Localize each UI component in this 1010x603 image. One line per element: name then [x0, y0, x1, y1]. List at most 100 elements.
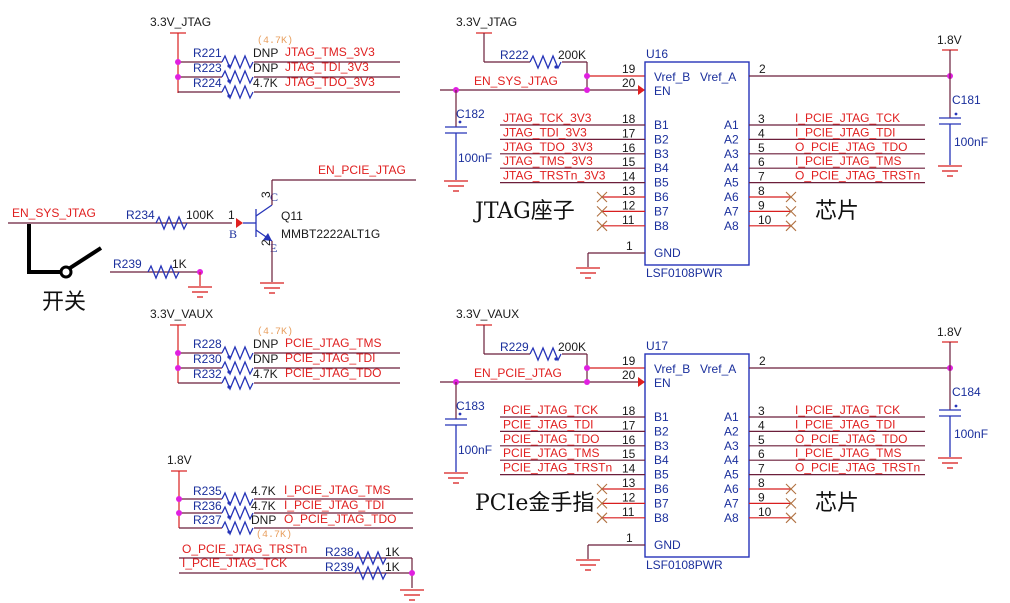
net-label: O_PCIE_JTAG_TRSTn — [182, 542, 307, 556]
ground-icon — [575, 267, 601, 279]
resistor-value: 4.7K — [251, 484, 276, 498]
pin-name: B4 — [654, 161, 669, 175]
pin-label: Vref_B — [654, 70, 690, 84]
pin-label: EN — [654, 84, 671, 98]
capacitor-ref: C183 — [456, 399, 485, 413]
input-arrow-icon — [638, 377, 645, 387]
pin-number: 17 — [622, 418, 636, 432]
pin-number: 3 — [758, 404, 765, 418]
resistor-r239b — [354, 565, 387, 581]
switch-icon[interactable] — [27, 224, 103, 279]
pin-number: 1 — [626, 531, 633, 545]
pin-number: 2 — [259, 239, 273, 246]
net-label: O_PCIE_JTAG_TRSTn — [795, 169, 920, 183]
resistor-ref: R234 — [126, 208, 155, 222]
rail-label: 3.3V_VAUX — [150, 307, 213, 321]
net-label-en: EN_PCIE_JTAG — [474, 366, 562, 380]
pullup-resistor-2 — [221, 360, 254, 376]
pullup-resistor-2 — [221, 505, 254, 521]
pin-number: 5 — [758, 433, 765, 447]
net-label: JTAG_TDO_3V3 — [503, 140, 593, 154]
pin-number: 10 — [758, 505, 772, 519]
resistor-ref: R230 — [193, 352, 222, 366]
ground-icon — [575, 559, 601, 571]
block2-pullups: 3.3V_VAUX (4.7K) R228 R230 R232 DNP DNP … — [150, 307, 400, 391]
pin-name: A7 — [724, 496, 739, 510]
rail-label: 1.8V — [167, 453, 192, 467]
collector-label: C — [270, 190, 278, 204]
pin-number: 19 — [622, 62, 636, 76]
capacitor-ref: C181 — [952, 93, 981, 107]
resistor-ref: R223 — [193, 61, 222, 75]
rail-label: 3.3V_JTAG — [150, 15, 211, 29]
pullup-resistor-3 — [221, 520, 254, 536]
chip-body — [644, 353, 750, 558]
resistor-ref: R236 — [193, 499, 222, 513]
pin-number: 10 — [758, 213, 772, 227]
input-arrow-icon — [236, 218, 243, 228]
alt-value-note: (4.7K) — [256, 529, 292, 541]
ground-icon — [443, 472, 469, 484]
net-label: PCIE_JTAG_TDI — [503, 417, 593, 431]
resistor-ref: R238 — [325, 545, 354, 559]
emitter-label: E — [270, 241, 277, 255]
pin-number: 15 — [622, 447, 636, 461]
ground-icon — [937, 457, 963, 469]
chip-part: LSF0108PWR — [646, 266, 723, 280]
pin-number: 4 — [758, 126, 765, 140]
resistor-ref: R237 — [193, 513, 222, 527]
resistor-ref: R222 — [500, 48, 529, 62]
net-label: I_PCIE_JTAG_TMS — [795, 446, 901, 460]
pullup-resistor-1 — [221, 491, 254, 507]
switch-block: EN_SYS_JTAG R234 100K 1 B C E 3 2 Q11 MM… — [8, 163, 416, 315]
net-label: PCIE_JTAG_TDO — [285, 366, 381, 380]
net-label: PCIE_JTAG_TRSTn — [503, 461, 612, 475]
net-label: PCIE_JTAG_TDI — [285, 351, 375, 365]
net-label: I_PCIE_JTAG_TDI — [795, 125, 895, 139]
pin-name: A6 — [724, 190, 739, 204]
pin-name: A3 — [724, 147, 739, 161]
resistor-r238 — [354, 550, 387, 566]
pin-number: 3 — [259, 191, 273, 198]
resistor-value: 1K — [385, 545, 400, 559]
pin-number: 16 — [622, 433, 636, 447]
resistor-value: 100K — [186, 208, 214, 222]
pullup-resistor-1 — [221, 54, 254, 70]
pin-number: 11 — [622, 505, 635, 519]
pin-name: B5 — [654, 468, 669, 482]
net-label: I_PCIE_JTAG_TMS — [284, 483, 390, 497]
pin-label: Vref_A — [700, 362, 736, 376]
pin-name: B3 — [654, 439, 669, 453]
resistor-ref: R239 — [325, 560, 354, 574]
capacitor-ref: C184 — [952, 385, 981, 399]
resistor-value: 4.7K — [253, 76, 278, 90]
pin-name: B3 — [654, 147, 669, 161]
transistor-part: MMBT2222ALT1G — [281, 227, 380, 241]
pin-number: 13 — [622, 184, 636, 198]
net-label: I_PCIE_JTAG_TDI — [284, 498, 384, 512]
connector-side-label: JTAG座子 — [473, 199, 575, 224]
pin-label: EN — [654, 376, 671, 390]
pin-number: 14 — [622, 170, 636, 184]
chip-ref: U16 — [646, 47, 668, 61]
pin-number: 16 — [622, 141, 636, 155]
pin-number: 20 — [622, 76, 636, 90]
pin-number: 17 — [622, 126, 636, 140]
